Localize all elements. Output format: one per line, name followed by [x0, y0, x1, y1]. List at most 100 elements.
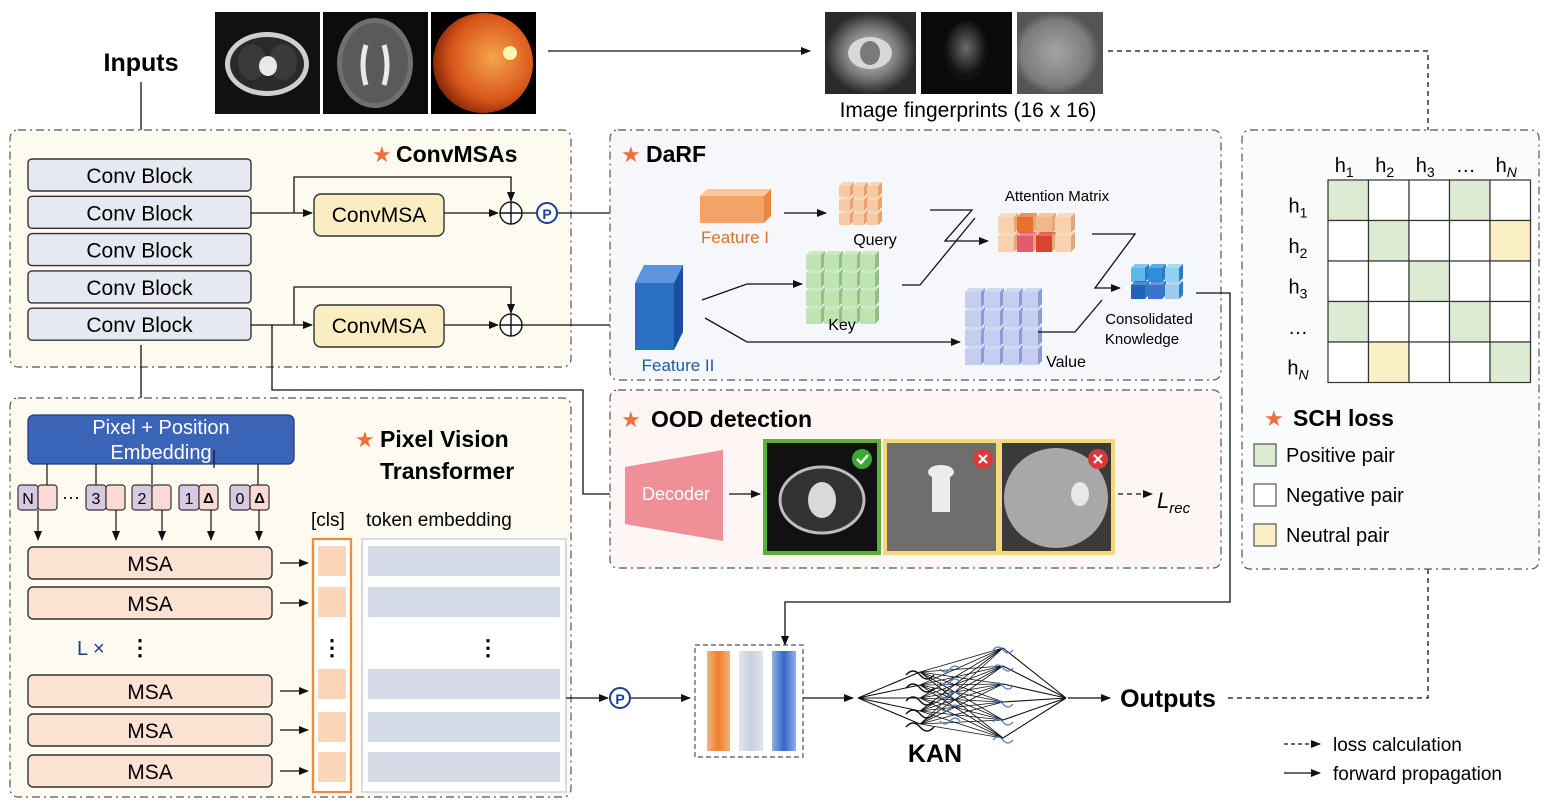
convmsa-label-1: ConvMSA	[332, 204, 427, 227]
convmsa-label-2: ConvMSA	[332, 315, 427, 338]
cls-cell-4	[318, 712, 346, 742]
legend-solid-label: forward propagation	[1333, 764, 1502, 785]
feature2-label: Feature II	[642, 356, 715, 375]
cls-vertical-ellipsis: ⋮	[321, 635, 343, 660]
pixel-token-2	[151, 484, 172, 511]
pixel-token-3	[105, 484, 126, 511]
sch-cell-neg	[1489, 179, 1532, 222]
convmsa-box-2	[313, 304, 445, 348]
token-ellipsis: ···	[62, 487, 80, 507]
embedding-cell-2	[368, 587, 560, 617]
concat-bar-blue	[772, 651, 796, 751]
sch-row-header-2: h2	[1289, 236, 1308, 261]
sch-cell-neg	[1327, 341, 1370, 384]
embedding-cell-4	[368, 712, 560, 742]
legend-dashed-label: loss calculation	[1333, 735, 1462, 756]
token-embedding-label: token embedding	[366, 510, 512, 531]
delta-icon-0: Δ	[254, 490, 265, 507]
sch-col-header-4: …	[1456, 155, 1476, 177]
concat-bar-gray	[739, 651, 763, 751]
sch-cell-pos	[1327, 300, 1370, 343]
value-label: Value	[1046, 354, 1086, 371]
consolidated-label-2: Knowledge	[1105, 331, 1179, 348]
position-token-label-1: 1	[185, 491, 194, 508]
msa-label-5: MSA	[127, 761, 173, 784]
feature2-block	[635, 265, 683, 350]
sch-row-header-5: hN	[1287, 357, 1309, 382]
position-token-label-0: 0	[236, 491, 245, 508]
conv-block-label-2: Conv Block	[86, 202, 193, 225]
embedding-vertical-ellipsis: ⋮	[477, 635, 499, 660]
msa-label-2: MSA	[127, 593, 173, 616]
sch-title: SCH loss	[1293, 405, 1394, 431]
cls-cell-5	[318, 752, 346, 782]
knowledge-cubes	[1131, 264, 1183, 299]
embedding-label-2: Embedding	[110, 442, 211, 464]
cls-cell-2	[318, 587, 346, 617]
concat-bar-orange	[707, 651, 730, 751]
sch-cell-neg	[1408, 179, 1451, 222]
inputs-label: Inputs	[104, 49, 179, 77]
sch-star-icon: ★	[1264, 406, 1284, 431]
cls-cell-1	[318, 546, 346, 576]
pool-symbol-1: P	[542, 206, 551, 222]
feature1-label: Feature I	[701, 228, 769, 247]
sch-cell-neg	[1327, 219, 1370, 262]
msa-block-3	[27, 674, 273, 708]
sch-cell-neu	[1367, 341, 1410, 384]
msa-label-4: MSA	[127, 720, 173, 743]
conv-block-label-1: Conv Block	[86, 165, 193, 188]
convmsas-star-icon: ★	[372, 142, 392, 167]
sch-row-header-4: …	[1288, 317, 1308, 339]
sch-matrix	[1327, 179, 1532, 384]
sch-cell-neg	[1327, 260, 1370, 303]
sch-cell-neg	[1448, 219, 1491, 262]
convmsa-box-1	[313, 193, 445, 237]
consolidated-label-1: Consolidated	[1105, 311, 1193, 328]
pvt-star-icon: ★	[355, 427, 375, 452]
sch-cell-neg	[1489, 260, 1532, 303]
feature1-block	[700, 189, 771, 223]
sch-legend-label-2: Negative pair	[1286, 485, 1404, 507]
ood-title: OOD detection	[651, 406, 812, 432]
delta-icon-1: Δ	[203, 490, 214, 507]
msa-label-1: MSA	[127, 553, 173, 576]
msa-block-1	[27, 546, 273, 580]
sch-cell-pos	[1327, 179, 1370, 222]
sch-cell-neg	[1408, 219, 1451, 262]
sch-legend-swatch-2	[1253, 483, 1277, 507]
msa-block-4	[27, 713, 273, 747]
cls-cell-3	[318, 669, 346, 699]
sch-cell-pos	[1448, 300, 1491, 343]
key-cubes	[806, 251, 879, 324]
conv-block-3	[27, 232, 252, 267]
sch-row-header-3: h3	[1289, 276, 1308, 301]
sch-cell-neg	[1408, 341, 1451, 384]
position-token-label-N: N	[22, 491, 34, 508]
decoder-shape	[625, 450, 723, 541]
embedding-box	[27, 414, 295, 465]
query-label: Query	[853, 232, 897, 249]
attention-cubes	[998, 213, 1075, 252]
query-cubes	[839, 182, 882, 225]
pixel-token-N	[37, 484, 58, 511]
sch-legend-label-3: Neutral pair	[1286, 525, 1390, 547]
pvt-title-1: Pixel Vision	[380, 426, 509, 452]
pool-icon-1	[536, 202, 558, 224]
sch-col-header-1: h1	[1335, 155, 1354, 180]
loss-rec-label: Lrec	[1157, 488, 1191, 517]
kan-network	[857, 646, 1067, 744]
sch-cell-neu	[1489, 219, 1532, 262]
conv-block-label-4: Conv Block	[86, 277, 193, 300]
sch-cell-pos	[1367, 219, 1410, 262]
sch-cell-neg	[1367, 260, 1410, 303]
conv-block-label-3: Conv Block	[86, 240, 193, 263]
position-token-label-3: 3	[92, 491, 101, 508]
sch-col-header-5: hN	[1496, 155, 1518, 180]
repeat-label: L ×	[77, 638, 105, 660]
conv-block-1	[27, 158, 252, 192]
fingerprints-label: Image fingerprints (16 x 16)	[840, 99, 1097, 122]
sch-cell-pos	[1489, 341, 1532, 384]
decoder-label: Decoder	[642, 484, 710, 504]
key-label: Key	[828, 317, 856, 334]
